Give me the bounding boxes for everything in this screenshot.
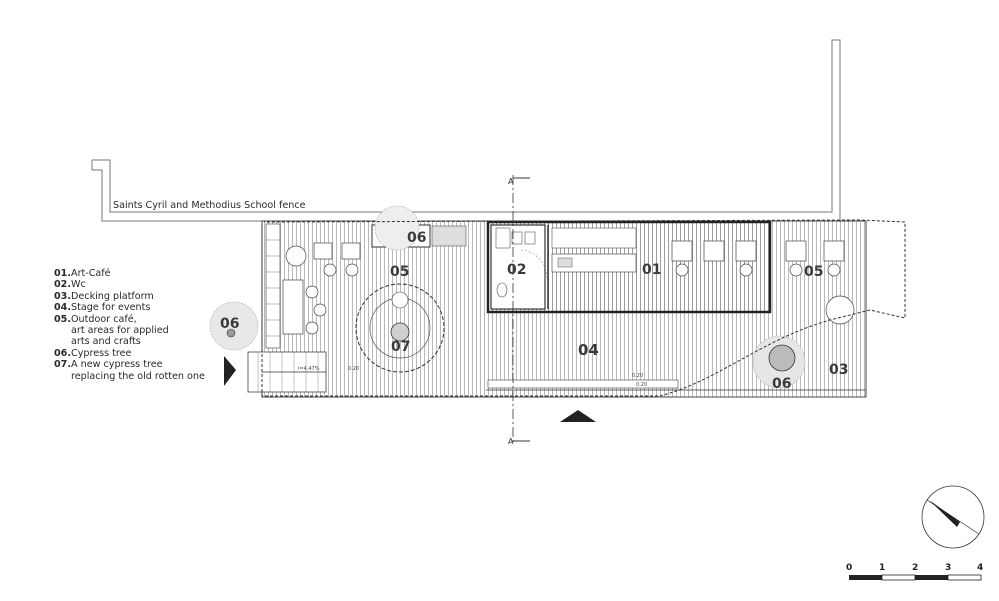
legend-text: Wc (71, 279, 86, 291)
section-marker-bottom: A (508, 437, 514, 446)
zone-label-06-top: 06 (407, 230, 426, 246)
zone-label-02: 02 (507, 262, 526, 278)
deck-bench (487, 379, 679, 389)
legend-number: 06. (54, 347, 71, 359)
zone-label-07: 07 (391, 339, 410, 355)
school-fence (91, 39, 841, 222)
legend-item: 05. Outdoor café, art areas for applied … (54, 314, 254, 348)
legend-number: 04. (54, 302, 71, 314)
dimension-label: 0.20 (348, 366, 359, 372)
scale-label-3: 3 (945, 563, 951, 573)
fence-label: Saints Cyril and Methodius School fence (113, 200, 306, 211)
cypress-tree-icon (390, 322, 410, 342)
tree-foliage (209, 301, 259, 351)
legend-number: 02. (54, 279, 71, 291)
legend-text: Decking platform (71, 290, 154, 302)
stage-circle (355, 283, 445, 373)
tree-foliage (374, 205, 420, 251)
zone-label-05-right: 05 (804, 264, 823, 280)
legend-number: 01. (54, 268, 71, 279)
scale-label-1: 1 (879, 563, 885, 573)
legend-number: 07. (54, 359, 71, 371)
zone-label-04: 04 (578, 341, 599, 359)
section-marker-top: A (508, 177, 514, 186)
dashed-boundary (261, 219, 906, 397)
cypress-tree-icon (226, 328, 236, 338)
scale-label-4: 4 (977, 563, 983, 573)
cypress-tree-icon (768, 344, 796, 372)
legend: 01. Art-Café 02. Wc 03. Decking platform… (54, 268, 254, 382)
scale-label-2: 2 (912, 563, 918, 573)
legend-item: 03. Decking platform (54, 291, 254, 302)
legend-item: 01. Art-Café (54, 268, 254, 279)
legend-item: 04. Stage for events (54, 302, 254, 313)
zone-label-06-right: 06 (772, 376, 791, 392)
legend-text: Outdoor café, art areas for applied arts… (71, 313, 169, 348)
legend-text: Art-Café (71, 268, 111, 279)
entrance-arrow-icon (224, 356, 236, 386)
scale-label-0: 0 (846, 563, 852, 573)
zone-label-05-left: 05 (390, 264, 409, 280)
side-steps (265, 223, 281, 349)
legend-item: 07. A new cypress tree replacing the old… (54, 359, 254, 382)
zone-label-03: 03 (829, 362, 848, 378)
legend-text: A new cypress tree replacing the old rot… (71, 359, 205, 382)
main-entrance-arrow-icon (560, 410, 596, 422)
legend-text: Stage for events (71, 302, 151, 314)
scale-bar: 0 1 2 3 4 (846, 563, 983, 581)
legend-item: 06. Cypress tree (54, 348, 254, 359)
zone-label-06-left: 06 (220, 316, 239, 332)
legend-number: 03. (54, 290, 71, 302)
north-arrow-icon (921, 485, 985, 549)
zone-label-01: 01 (642, 262, 661, 278)
dimension-label: 0.20 (636, 382, 647, 388)
bar-counter (551, 253, 637, 273)
ramp-slope-label: i=4.47% (298, 366, 320, 372)
legend-number: 05. (54, 313, 71, 325)
legend-item: 02. Wc (54, 279, 254, 290)
legend-text: Cypress tree (71, 347, 132, 359)
dimension-label: 0.20 (632, 373, 643, 379)
